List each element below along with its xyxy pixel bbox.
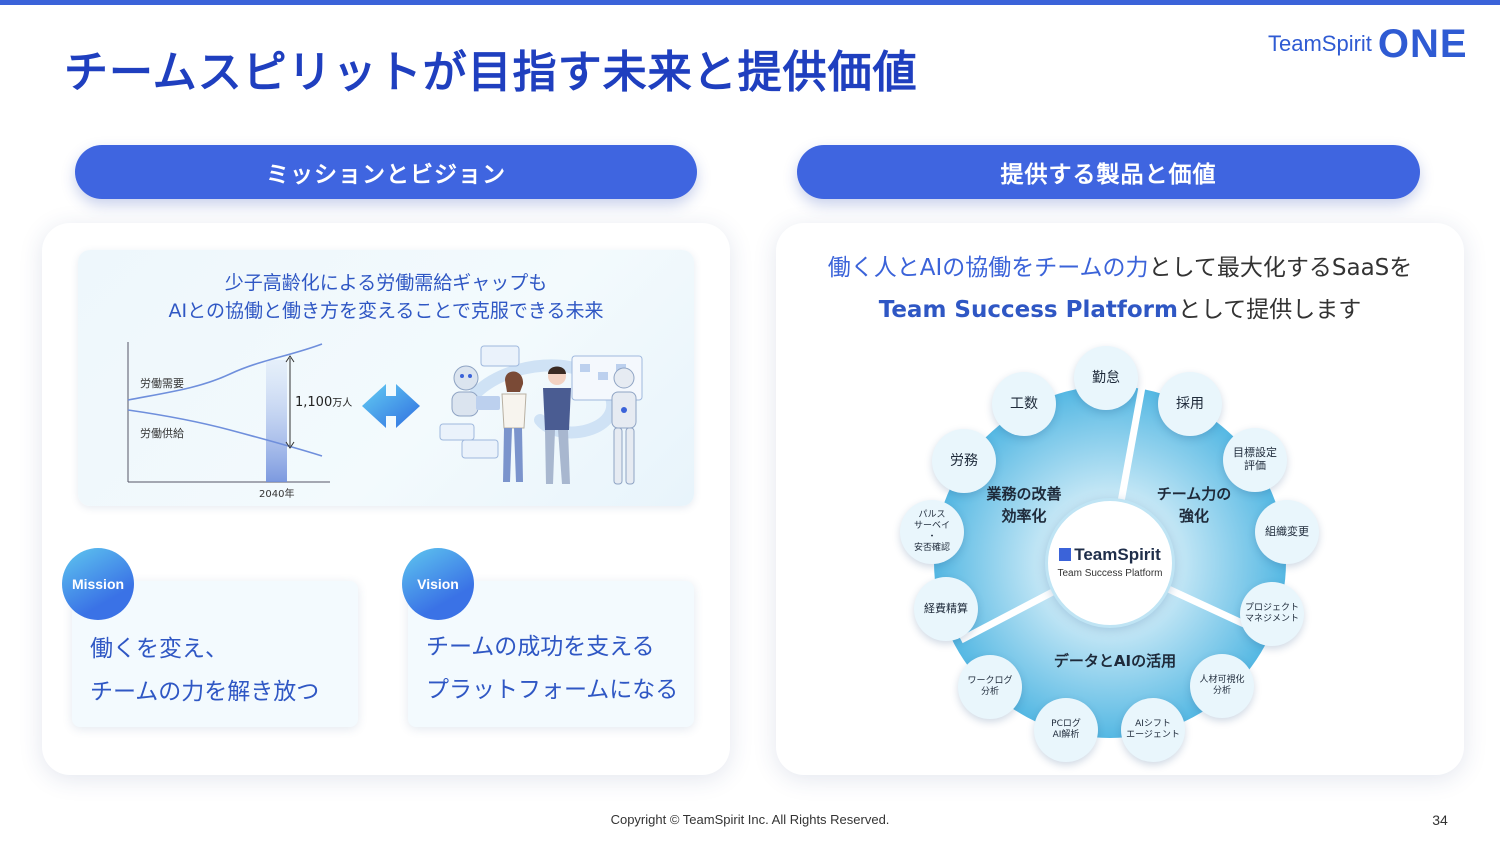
mission-badge: Mission	[62, 548, 134, 620]
gap-unit: 万人	[332, 398, 353, 409]
node-kousu: 工数	[992, 372, 1056, 436]
sector-data-ai-label: データとAIの活用	[1053, 652, 1177, 670]
tagline-line-1: 働く人とAIの協働をチームの力として最大化するSaaSを	[776, 248, 1464, 282]
node-aishift-line-2: エージェント	[1126, 730, 1180, 740]
node-ai-shift: AIシフトエージェント	[1121, 698, 1185, 762]
sector-operations-line-1: 業務の改善	[986, 485, 1062, 503]
node-pm-line-1: プロジェクト	[1244, 602, 1299, 613]
tagline-end: として提供します	[1177, 297, 1362, 323]
center-logo: TeamSpirit	[1045, 545, 1175, 565]
node-worklog: ワークログ分析	[958, 655, 1022, 719]
top-accent-rule	[0, 0, 1500, 5]
card-headline-1: 少子高齢化による労働需給ギャップも	[224, 272, 548, 294]
node-pclog-line-2: AI解析	[1052, 730, 1080, 740]
tagline-highlight: 働く人とAIの協働をチームの力	[827, 255, 1149, 281]
node-pclog-line-1: PCログ	[1051, 718, 1081, 729]
node-pulse-line-3: ・	[927, 532, 937, 542]
logo-text: TeamSpirit	[1268, 31, 1372, 56]
products-value-header: 提供する製品と価値	[797, 145, 1420, 199]
vision-line-2: プラットフォームになる	[426, 677, 679, 703]
node-org-change: 組織変更	[1255, 500, 1319, 564]
node-pulse-line-4: 安否確認	[913, 543, 950, 554]
node-goal-eval-line-2: 評価	[1244, 459, 1266, 472]
sector-team-line-2: 強化	[1178, 506, 1209, 525]
node-pulse-survey: パルスサーベイ・安否確認	[900, 500, 964, 564]
sector-team-label: チーム力の強化	[1144, 484, 1244, 528]
center-circle	[1045, 498, 1175, 628]
node-goal-eval: 目標設定評価	[1223, 428, 1287, 492]
node-aishift-line-1: AIシフト	[1135, 718, 1171, 729]
node-talent-line-2: 分析	[1212, 686, 1231, 696]
mission-line-2: チームの力を解き放つ	[90, 679, 320, 705]
node-talent-line-1: 人材可視化	[1199, 674, 1245, 685]
tagline-brand: Team Success Platform	[878, 297, 1178, 323]
teamspirit-mark-icon	[1059, 548, 1072, 561]
node-pm-line-2: マネジメント	[1244, 614, 1299, 624]
vision-line-1: チームの成功を支える	[426, 634, 655, 660]
sector-team-line-1: チーム力の	[1156, 485, 1232, 503]
node-worklog-line-1: ワークログ	[967, 675, 1013, 686]
center-name: TeamSpirit	[1074, 545, 1161, 564]
year-label: 2040年	[259, 489, 295, 500]
card-headline-2: AIとの協働と働き方を変えることで克服できる未来	[168, 300, 604, 322]
node-goal-eval-line-1: 目標設定	[1233, 446, 1277, 460]
logo-one: ONE	[1377, 22, 1468, 66]
node-expense: 経費精算	[914, 577, 978, 641]
node-pulse-line-1: パルス	[918, 509, 946, 520]
labor-gap-value: 1,100万人	[295, 394, 352, 410]
teamspirit-one-logo: TeamSpirit ONE	[1268, 22, 1488, 66]
node-talent-visual: 人材可視化分析	[1190, 654, 1254, 718]
node-roumu: 労務	[932, 429, 996, 493]
node-project-mgmt: プロジェクトマネジメント	[1240, 582, 1304, 646]
node-saiyou: 採用	[1158, 372, 1222, 436]
copyright-footer: Copyright © TeamSpirit Inc. All Rights R…	[610, 812, 890, 827]
page-title: チームスピリットが目指す未来と提供価値	[64, 47, 918, 98]
node-worklog-line-2: 分析	[980, 687, 999, 697]
vision-badge: Vision	[402, 548, 474, 620]
mission-vision-header: ミッションとビジョン	[75, 145, 697, 199]
mission-line-1: 働くを変え、	[90, 636, 228, 662]
tagline-line-2: Team Success Platformとして提供します	[776, 290, 1464, 324]
labor-demand-label: 労働需要	[140, 377, 184, 390]
labor-supply-label: 労働供給	[140, 427, 184, 440]
gap-number: 1,100	[295, 395, 333, 410]
page-number: 34	[1432, 812, 1448, 828]
sector-operations-line-2: 効率化	[1001, 506, 1047, 525]
center-subtitle: Team Success Platform	[1057, 568, 1163, 579]
tagline-rest: として最大化するSaaSを	[1148, 255, 1413, 281]
node-kintai: 勤怠	[1074, 346, 1138, 410]
sector-operations-label: 業務の改善効率化	[974, 484, 1074, 528]
node-pulse-line-2: サーベイ	[913, 520, 950, 531]
